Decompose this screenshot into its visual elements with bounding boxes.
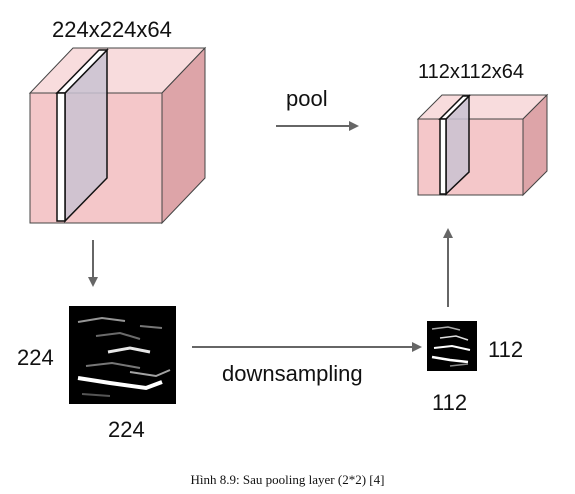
input-volume-label: 224x224x64 xyxy=(52,17,172,42)
output-map-height-label: 112 xyxy=(488,337,523,362)
input-volume-cube xyxy=(28,46,207,225)
input-feature-map xyxy=(69,306,176,404)
input-map-height-label: 224 xyxy=(17,345,54,370)
input-map-width-label: 224 xyxy=(108,417,145,442)
figure-caption: Hình 8.9: Sau pooling layer (2*2) [4] xyxy=(191,472,385,487)
output-volume-label: 112x112x64 xyxy=(418,61,524,83)
output-map-width-label: 112 xyxy=(432,390,467,415)
output-feature-map xyxy=(427,321,477,371)
output-volume-cube xyxy=(416,93,549,197)
output-slice-front xyxy=(439,118,447,195)
input-slice-front xyxy=(56,92,66,222)
pool-label: pool xyxy=(286,86,328,111)
downsampling-label: downsampling xyxy=(222,361,363,386)
output-cube-front xyxy=(417,118,524,196)
